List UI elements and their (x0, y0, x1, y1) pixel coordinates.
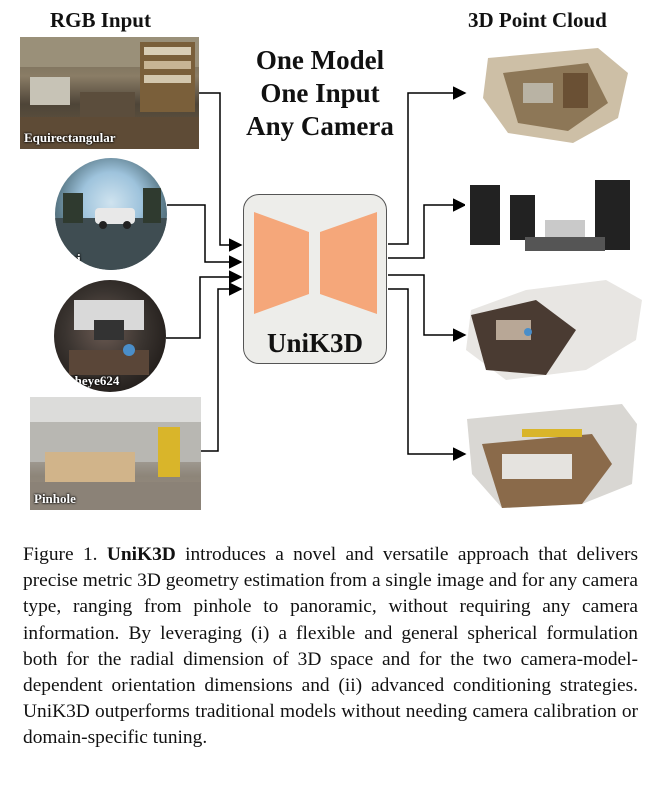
mei-image: Mei (55, 158, 167, 270)
equirectangular-image: Equirectangular (20, 37, 199, 149)
tagline-line-1: One Model (255, 45, 385, 75)
arrow-pinhole (201, 282, 243, 452)
point-cloud-heading: 3D Point Cloud (468, 8, 607, 32)
room-scene-illustration (69, 300, 149, 375)
arrow-output-1 (388, 86, 467, 245)
figure-caption: Figure 1. UniK3D introduces a novel and … (23, 542, 638, 752)
caption-prefix: Figure 1. (23, 544, 107, 565)
pinhole-image: Pinhole (30, 397, 201, 510)
flow-arrows (166, 86, 467, 461)
tagline-line-3: Any Camera (246, 111, 394, 141)
fisheye624-image: Fisheye624 (54, 280, 166, 392)
arrow-mei (167, 204, 243, 269)
model-name: UniK3D (266, 328, 364, 358)
tagline: One Model One Input Any Camera (230, 44, 410, 143)
equirectangular-label: Equirectangular (24, 130, 116, 145)
model-box: UniK3D (243, 194, 387, 364)
office-scene-illustration (20, 37, 199, 149)
pinhole-label: Pinhole (34, 491, 76, 506)
rgb-input-heading: RGB Input (50, 8, 151, 32)
point-cloud-2 (465, 175, 635, 255)
arrow-fisheye624 (166, 270, 243, 339)
mei-label: Mei (59, 251, 81, 266)
tagline-line-2: One Input (260, 78, 380, 108)
warehouse-scene-illustration (30, 397, 201, 510)
caption-text: introduces a novel and versatile approac… (23, 544, 638, 749)
model-icon (254, 212, 377, 314)
point-cloud-4 (467, 404, 637, 508)
point-cloud-1 (483, 48, 628, 143)
fisheye624-label: Fisheye624 (58, 373, 120, 388)
caption-model-name: UniK3D (106, 544, 176, 565)
arrow-output-4 (388, 288, 467, 461)
arrow-output-2 (388, 198, 467, 259)
arrow-equirectangular (199, 92, 243, 252)
point-cloud-3 (466, 280, 642, 380)
arrow-output-3 (388, 274, 467, 342)
